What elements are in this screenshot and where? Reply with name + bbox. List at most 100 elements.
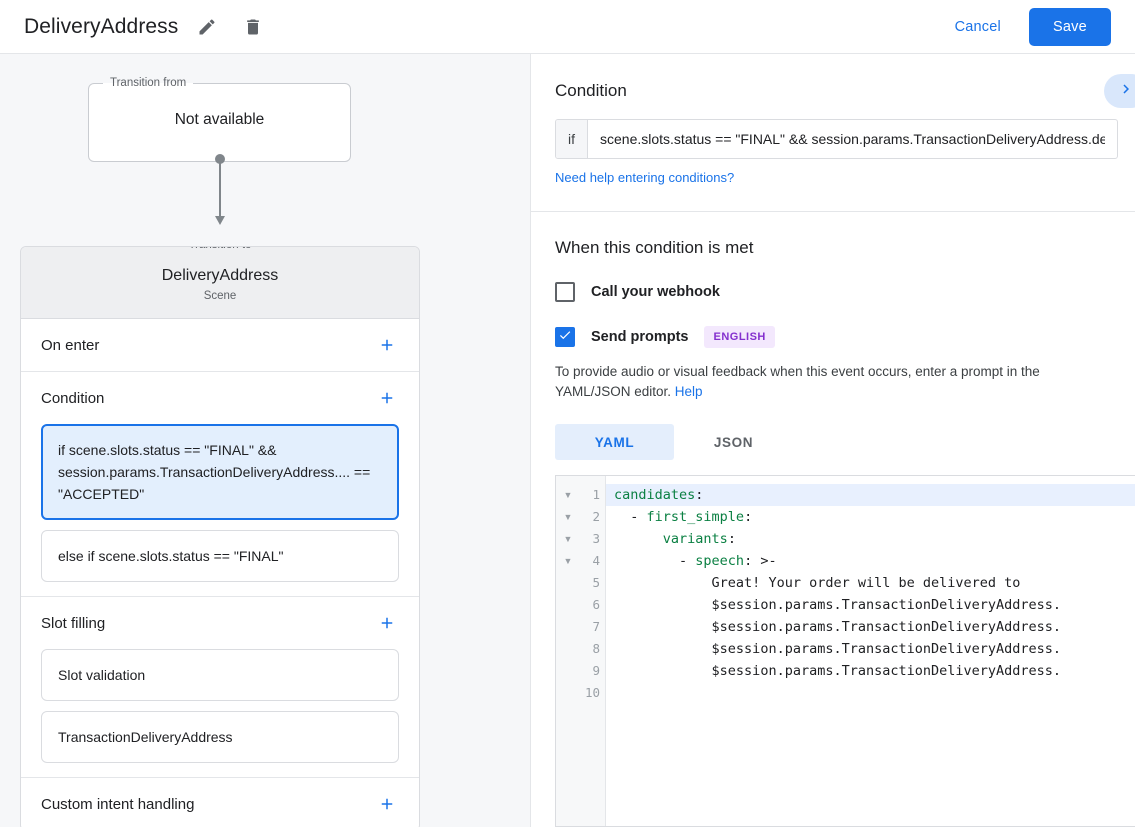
pencil-icon bbox=[197, 17, 217, 37]
code-line: $session.params.TransactionDeliveryAddre… bbox=[711, 663, 1062, 679]
prompts-help-link[interactable]: Help bbox=[674, 384, 703, 399]
code-line-number: 8 bbox=[592, 641, 600, 656]
edit-name-button[interactable] bbox=[190, 10, 224, 44]
add-slot-button[interactable] bbox=[375, 611, 399, 635]
fold-spacer bbox=[556, 682, 580, 704]
connector-line bbox=[219, 159, 221, 219]
checkmark-icon bbox=[558, 328, 572, 347]
condition-list: if scene.slots.status == "FINAL" && sess… bbox=[21, 424, 419, 596]
code-line-number: 7 bbox=[592, 619, 600, 634]
send-prompts-row[interactable]: Send prompts ENGLISH bbox=[555, 326, 1111, 348]
code-line-number: 4 bbox=[592, 553, 600, 568]
delete-button[interactable] bbox=[236, 10, 270, 44]
code-line: - first_simple: bbox=[614, 509, 753, 525]
plus-icon bbox=[378, 389, 396, 407]
section-header-slot-filling[interactable]: Slot filling bbox=[21, 597, 419, 649]
app-bar: DeliveryAddress Cancel Save bbox=[0, 0, 1135, 54]
transition-from-node[interactable]: Transition from Not available bbox=[88, 77, 351, 162]
code-line: candidates: bbox=[606, 484, 1135, 506]
add-on-enter-button[interactable] bbox=[375, 333, 399, 357]
section-title-condition: Condition bbox=[41, 389, 105, 407]
code-content-area[interactable]: candidates: - first_simple: variants: - … bbox=[606, 476, 1135, 826]
code-line bbox=[606, 682, 1135, 704]
add-condition-button[interactable] bbox=[375, 386, 399, 410]
transition-from-legend: Transition from bbox=[110, 77, 187, 89]
slot-item-transaction-delivery-address[interactable]: TransactionDeliveryAddress bbox=[41, 711, 399, 763]
fold-spacer bbox=[556, 572, 580, 594]
code-line-number: 6 bbox=[592, 597, 600, 612]
when-condition-met-heading: When this condition is met bbox=[555, 238, 754, 257]
add-custom-intent-button[interactable] bbox=[375, 792, 399, 816]
format-tabs: YAML JSON bbox=[555, 424, 1111, 460]
code-line-number: 3 bbox=[592, 531, 600, 546]
section-header-on-enter[interactable]: On enter bbox=[21, 319, 419, 371]
when-met-block: When this condition is met Call your web… bbox=[531, 212, 1135, 460]
scene-type-label: Scene bbox=[203, 290, 237, 302]
section-header-condition[interactable]: Condition bbox=[21, 372, 419, 424]
fold-spacer bbox=[556, 660, 580, 682]
section-on-enter: On enter bbox=[21, 319, 419, 372]
code-line: Great! Your order will be delivered to bbox=[711, 575, 1021, 591]
trash-icon bbox=[243, 17, 263, 37]
plus-icon bbox=[378, 614, 396, 632]
condition-item-selected[interactable]: if scene.slots.status == "FINAL" && sess… bbox=[41, 424, 399, 520]
chevron-right-icon bbox=[1117, 80, 1135, 103]
condition-item[interactable]: else if scene.slots.status == "FINAL" bbox=[41, 530, 399, 582]
prompts-helper-sentence: To provide audio or visual feedback when… bbox=[555, 364, 1040, 399]
transition-to-legend: Transition to bbox=[180, 247, 260, 251]
fold-toggle-icon[interactable]: ▼ bbox=[563, 534, 573, 544]
section-condition: Condition if scene.slots.status == "FINA… bbox=[21, 372, 419, 597]
save-button[interactable]: Save bbox=[1028, 7, 1111, 46]
section-title-slot-filling: Slot filling bbox=[41, 614, 106, 632]
tab-json[interactable]: JSON bbox=[713, 434, 754, 450]
section-title-on-enter: On enter bbox=[41, 336, 100, 354]
code-line-number: 5 bbox=[592, 575, 600, 590]
code-line: $session.params.TransactionDeliveryAddre… bbox=[711, 641, 1062, 657]
call-webhook-label: Call your webhook bbox=[591, 284, 720, 300]
code-line: variants: bbox=[662, 531, 736, 547]
tab-yaml[interactable]: YAML bbox=[555, 424, 674, 460]
fold-spacer bbox=[556, 616, 580, 638]
connector-arrow-icon bbox=[214, 216, 225, 225]
fold-toggle-icon[interactable]: ▼ bbox=[563, 512, 573, 522]
code-line: $session.params.TransactionDeliveryAddre… bbox=[711, 597, 1062, 613]
call-webhook-row[interactable]: Call your webhook bbox=[555, 282, 1111, 302]
send-prompts-label: Send prompts bbox=[591, 329, 689, 345]
expand-panel-button[interactable] bbox=[1104, 74, 1135, 108]
code-line-number: 1 bbox=[592, 487, 600, 502]
scene-card-header: Transition to DeliveryAddress Scene bbox=[21, 247, 419, 319]
scene-name: DeliveryAddress bbox=[161, 267, 279, 284]
fold-toggle-icon[interactable]: ▼ bbox=[563, 556, 573, 566]
send-prompts-checkbox[interactable] bbox=[555, 327, 575, 347]
language-chip: ENGLISH bbox=[704, 326, 775, 348]
condition-help-link[interactable]: Need help entering conditions? bbox=[555, 170, 735, 185]
slot-item-validation[interactable]: Slot validation bbox=[41, 649, 399, 701]
code-fold-gutter: ▼ ▼ ▼ ▼ bbox=[556, 476, 580, 826]
section-slot-filling: Slot filling Slot validation Transaction… bbox=[21, 597, 419, 778]
transition-graph-pane: Transition from Not available Transition… bbox=[0, 54, 530, 827]
condition-if-prefix: if bbox=[556, 120, 588, 158]
transition-from-value: Not available bbox=[174, 111, 265, 128]
condition-input[interactable] bbox=[588, 120, 1117, 158]
slot-list: Slot validation TransactionDeliveryAddre… bbox=[21, 649, 419, 777]
transition-connector bbox=[214, 154, 225, 228]
code-line-number: 10 bbox=[584, 685, 600, 700]
plus-icon bbox=[378, 336, 396, 354]
fold-toggle-icon[interactable]: ▼ bbox=[563, 490, 573, 500]
condition-heading: Condition bbox=[555, 81, 627, 100]
section-header-custom-intent[interactable]: Custom intent handling bbox=[21, 778, 419, 827]
fold-spacer bbox=[556, 638, 580, 660]
fold-spacer bbox=[556, 594, 580, 616]
code-line-number: 2 bbox=[592, 509, 600, 524]
call-webhook-checkbox[interactable] bbox=[555, 282, 575, 302]
code-line: - speech: >- bbox=[614, 553, 777, 569]
page-title: DeliveryAddress bbox=[24, 14, 179, 38]
condition-editor-block: Condition if Need help entering conditio… bbox=[531, 54, 1135, 187]
cancel-button[interactable]: Cancel bbox=[941, 10, 1015, 44]
transition-to-scene-card: Transition to DeliveryAddress Scene On e… bbox=[20, 246, 420, 827]
section-divider bbox=[531, 211, 1135, 212]
plus-icon bbox=[378, 795, 396, 813]
section-custom-intent-handling: Custom intent handling bbox=[21, 778, 419, 827]
